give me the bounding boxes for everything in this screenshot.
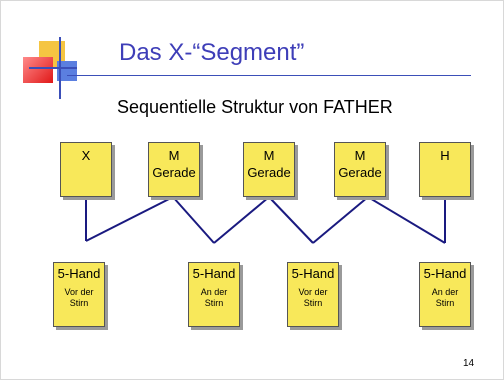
box-m-gerade-3: M Gerade xyxy=(334,142,386,197)
slide-title: Das X-“Segment” xyxy=(119,39,305,66)
connector-m3-to-hand4 xyxy=(367,196,446,244)
location-label: Vor der Stirn xyxy=(54,287,104,309)
hand-label: 5-Hand xyxy=(57,266,101,281)
box-5-hand-1: 5-Hand Vor der Stirn xyxy=(53,262,105,327)
connector-hand1-up xyxy=(85,196,174,242)
box-m-gerade-2: M Gerade xyxy=(243,142,295,197)
page-number: 14 xyxy=(463,358,475,369)
connector-hand2-to-m2 xyxy=(213,196,270,244)
hand-label: 5-Hand xyxy=(291,266,335,281)
location-label: An der Stirn xyxy=(420,287,470,309)
location-line-1: An der xyxy=(200,287,228,297)
box-5-hand-3: 5-Hand Vor der Stirn xyxy=(287,262,339,327)
hand-label: 5-Hand xyxy=(423,266,467,281)
location-line-2: Stirn xyxy=(69,298,89,308)
box-sublabel: Gerade xyxy=(152,165,196,180)
title-underline xyxy=(67,75,471,76)
box-5-hand-4: 5-Hand An der Stirn xyxy=(419,262,471,327)
location-label: An der Stirn xyxy=(189,287,239,309)
box-label: H xyxy=(440,148,450,163)
hand-label: 5-Hand xyxy=(192,266,236,281)
slide-subtitle: Sequentielle Struktur von FATHER xyxy=(117,97,393,117)
box-label: M xyxy=(263,148,275,163)
box-sublabel: Gerade xyxy=(247,165,291,180)
location-label: Vor der Stirn xyxy=(288,287,338,309)
box-5-hand-2: 5-Hand An der Stirn xyxy=(188,262,240,327)
location-line-2: Stirn xyxy=(303,298,323,308)
location-line-2: Stirn xyxy=(204,298,224,308)
location-line-1: Vor der xyxy=(64,287,94,297)
box-label: M xyxy=(168,148,180,163)
box-x: X xyxy=(60,142,112,197)
logo-red-square xyxy=(23,57,53,83)
location-line-1: Vor der xyxy=(298,287,328,297)
connector-m2-to-hand3 xyxy=(268,196,314,244)
location-line-1: An der xyxy=(431,287,459,297)
logo-blue-square xyxy=(57,61,77,81)
box-label: X xyxy=(81,148,91,163)
logo-horizontal-line xyxy=(29,67,77,69)
box-m-gerade-1: M Gerade xyxy=(148,142,200,197)
location-line-2: Stirn xyxy=(435,298,455,308)
box-label: M xyxy=(354,148,366,163)
box-sublabel: Gerade xyxy=(338,165,382,180)
connector-hand3-to-m3 xyxy=(312,196,369,244)
connector-m1-to-hand2 xyxy=(172,196,215,244)
box-h: H xyxy=(419,142,471,197)
